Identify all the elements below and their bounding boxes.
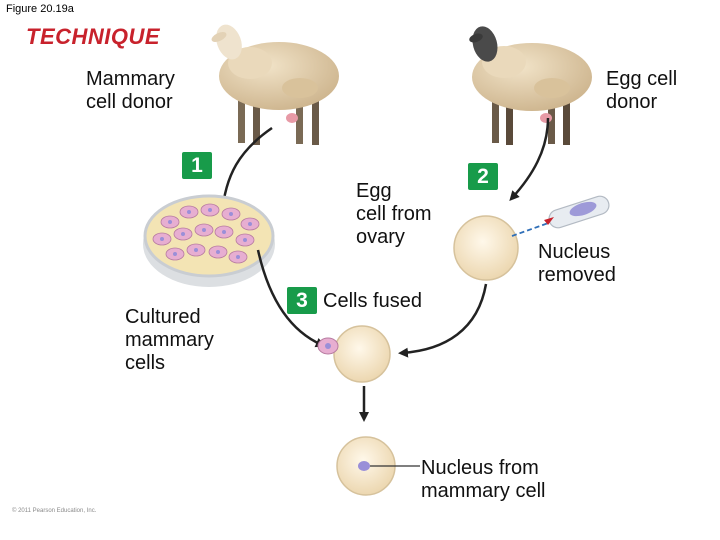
mammary-donor-line-1: Mammary — [86, 68, 175, 90]
figure-label: Figure 20.19a — [6, 3, 74, 15]
egg-donor-label: Egg cell donor — [606, 68, 677, 114]
mammary-donor-label: Mammary cell donor — [86, 68, 175, 114]
egg-from-ovary-line-2: cell from — [356, 203, 432, 225]
nucleus-from-mammary-label: Nucleus from mammary cell — [421, 457, 545, 503]
egg-from-ovary-label: Egg cell from ovary — [356, 180, 432, 249]
copyright-notice: © 2011 Pearson Education, Inc. — [12, 508, 97, 514]
step-2-badge: 2 — [468, 163, 498, 190]
egg-donor-sheep — [469, 26, 592, 145]
egg-from-ovary-line-1: Egg — [356, 180, 392, 202]
nucleus-from-mammary-line-1: Nucleus from — [421, 457, 539, 479]
nucleus-removed-label: Nucleus removed — [538, 241, 616, 287]
cultured-cells-line-1: Cultured — [125, 306, 201, 328]
cultured-cells-line-3: cells — [125, 352, 166, 374]
nucleus-removed-line-1: Nucleus — [538, 241, 611, 263]
mammary-donor-sheep — [211, 24, 339, 145]
egg-donor-line-1: Egg cell — [606, 68, 678, 90]
nucleus-removed-line-2: removed — [538, 264, 616, 286]
step-1-badge: 1 — [182, 152, 212, 179]
petri-dish — [143, 194, 275, 287]
fused-cells — [317, 325, 391, 383]
mammary-donor-line-2: cell donor — [86, 91, 173, 113]
arrow-egg-to-fusion — [398, 283, 488, 358]
nucleus-from-mammary-line-2: mammary cell — [421, 480, 546, 502]
arrow-donor-to-egg — [509, 117, 550, 201]
cultured-cells-label: Cultured mammary cells — [125, 306, 214, 375]
reconstructed-egg-cell — [336, 436, 420, 496]
cultured-cells-line-2: mammary — [125, 329, 214, 351]
egg-donor-line-2: donor — [606, 91, 658, 113]
cells-fused-label: Cells fused — [323, 290, 422, 312]
step-3-badge: 3 — [287, 287, 317, 314]
egg-cell-nucleus-removal — [453, 195, 610, 281]
arrow-dish-to-fusion — [256, 249, 326, 348]
egg-from-ovary-line-3: ovary — [356, 226, 405, 248]
technique-title: TECHNIQUE — [26, 24, 161, 49]
